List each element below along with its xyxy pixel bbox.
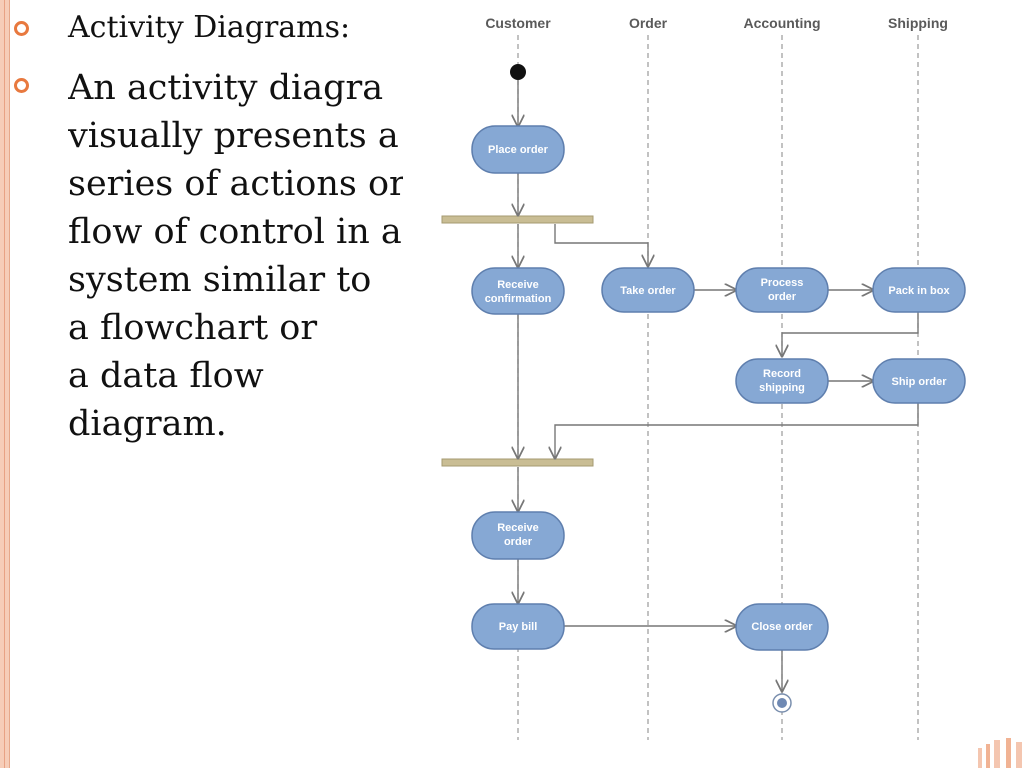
fork-bar: [441, 215, 594, 224]
action-label: order: [768, 291, 797, 303]
action-label: Place order: [488, 144, 549, 156]
action-label: Receive: [497, 279, 539, 291]
action-close-order: [735, 603, 829, 651]
action-label: order: [504, 536, 533, 548]
swimlane-label-accounting: Accounting: [744, 15, 821, 31]
action-receive-order: [471, 511, 565, 560]
action-label: Ship order: [891, 376, 947, 388]
body-line: series of actions or: [68, 164, 403, 204]
activity-diagram: Customer Order Accounting Shipping: [441, 15, 966, 740]
edge: [554, 224, 648, 266]
action-receive-confirmation: [471, 267, 565, 315]
action-label: Process: [761, 277, 804, 289]
action-label: Close order: [751, 621, 813, 633]
body-line: flow of control in a: [68, 212, 402, 252]
slide-left-border: [0, 0, 10, 768]
body-line: visually presents a: [68, 116, 399, 156]
final-node-core: [777, 698, 787, 708]
join-bar: [441, 458, 594, 467]
action-pay-bill: [471, 603, 565, 650]
swimlane-lines: [517, 35, 919, 740]
action-ship-order: [872, 358, 966, 404]
swimlane-label-order: Order: [629, 15, 668, 31]
edge: [555, 403, 919, 458]
action-label: Receive: [497, 522, 539, 534]
action-label: shipping: [759, 382, 805, 394]
action-pack-in-box: [872, 267, 966, 313]
body-line: a data flow: [68, 356, 264, 396]
circle-bullet-icon: [14, 78, 29, 93]
body-line: a flowchart or: [68, 308, 318, 348]
swimlane-label-shipping: Shipping: [888, 15, 948, 31]
initial-node: [510, 64, 526, 80]
slide-body-text: An activity diagra visually presents a s…: [68, 64, 403, 448]
slide-heading: Activity Diagrams:: [68, 10, 351, 45]
corner-decoration: [978, 738, 1022, 768]
action-process-order: [735, 267, 829, 313]
circle-bullet-icon: [14, 21, 29, 36]
action-take-order: [601, 267, 695, 313]
edge: [782, 312, 919, 356]
slide-left-border-line: [4, 0, 5, 768]
action-place-order: [471, 125, 565, 174]
swimlane-label-customer: Customer: [485, 15, 551, 31]
action-label: Pack in box: [888, 285, 950, 297]
action-label: Pay bill: [499, 621, 538, 633]
action-label: confirmation: [485, 293, 552, 305]
body-line: system similar to: [68, 260, 372, 300]
action-label: Take order: [620, 285, 676, 297]
action-record-shipping: [735, 358, 829, 404]
body-line: An activity diagra: [68, 68, 384, 108]
action-label: Record: [763, 368, 801, 380]
body-line: diagram.: [68, 404, 227, 444]
